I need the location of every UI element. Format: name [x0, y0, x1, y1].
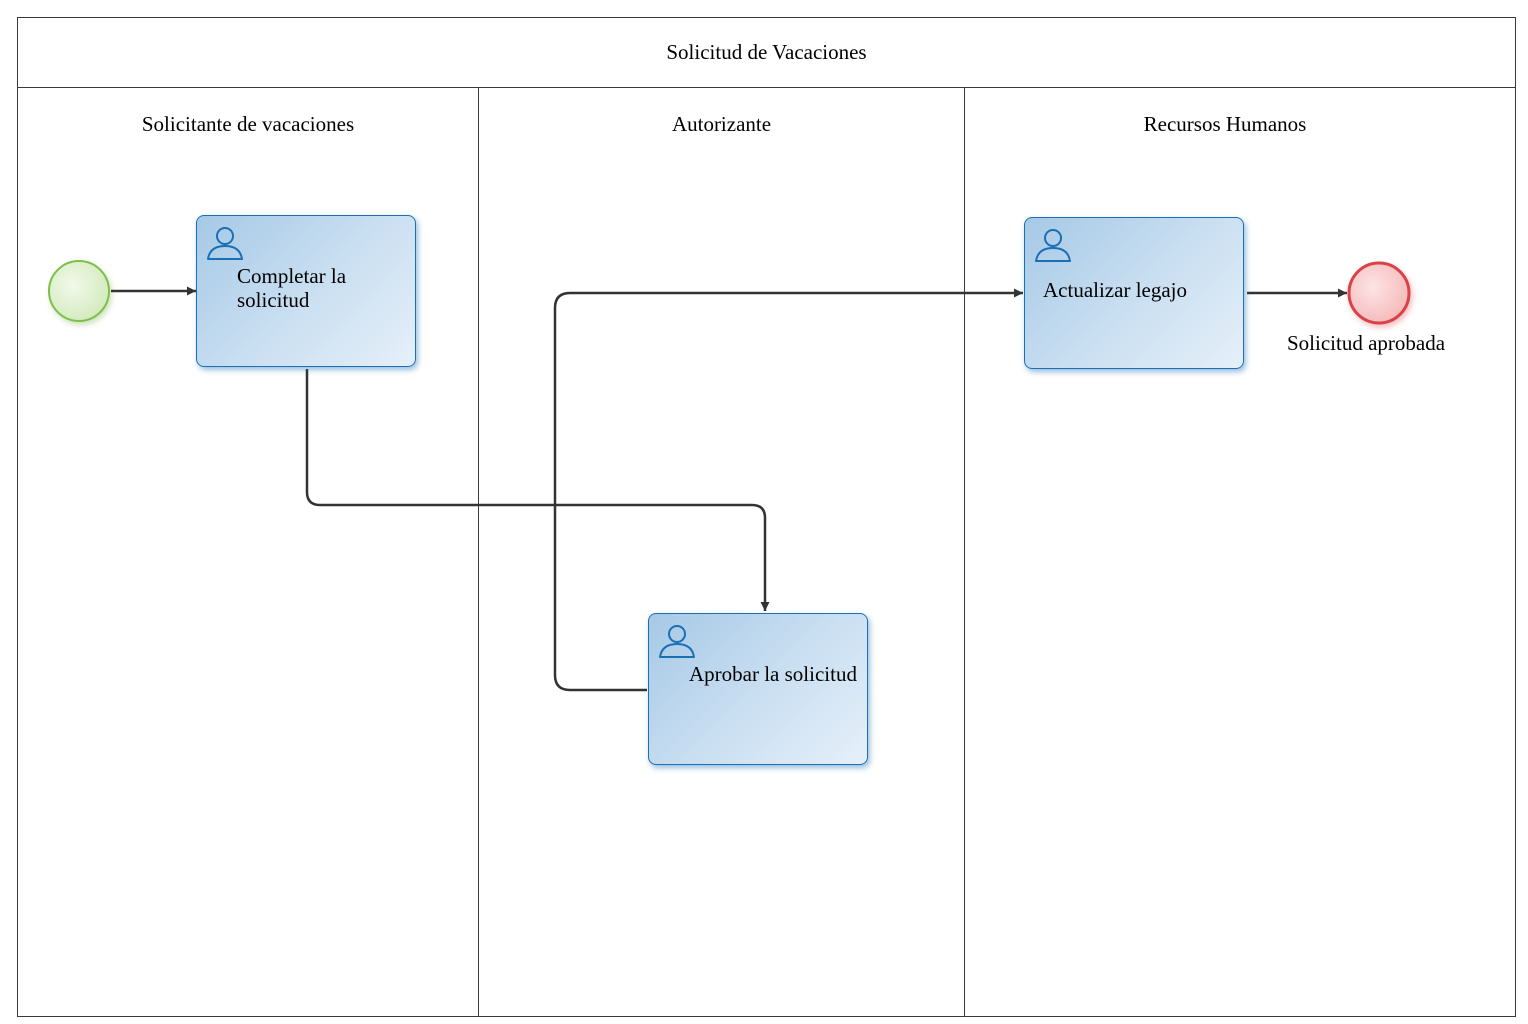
flow-aprobar-to-actualizar[interactable] [553, 288, 1023, 692]
user-icon [659, 625, 695, 658]
task-label: Actualizar legajo [1043, 278, 1188, 302]
end-event[interactable] [1347, 261, 1411, 325]
user-icon [207, 227, 243, 260]
pool-frame [17, 17, 1516, 1017]
task-completar-solicitud[interactable]: Completar la solicitud [196, 215, 416, 367]
lane-divider-2 [964, 87, 965, 1017]
lane-label-solicitante: Solicitante de vacaciones [141, 112, 355, 136]
lane-divider-1 [478, 87, 479, 1017]
pool-title: Solicitud de Vacaciones [666, 39, 867, 64]
user-icon [1035, 229, 1071, 262]
task-label: Aprobar la solicitud [689, 662, 857, 686]
task-actualizar-legajo[interactable]: Actualizar legajo [1024, 217, 1244, 369]
lane-label-recursos-humanos: Recursos Humanos [1143, 112, 1307, 136]
task-aprobar-solicitud[interactable]: Aprobar la solicitud [648, 613, 868, 765]
pool-header: Solicitud de Vacaciones [17, 17, 1516, 88]
start-event[interactable] [48, 260, 110, 322]
flow-completar-to-aprobar[interactable] [305, 369, 770, 611]
end-event-label: Solicitud aprobada [1287, 331, 1446, 355]
lane-label-autorizante: Autorizante [671, 112, 772, 136]
task-label: Completar la solicitud [237, 264, 347, 312]
